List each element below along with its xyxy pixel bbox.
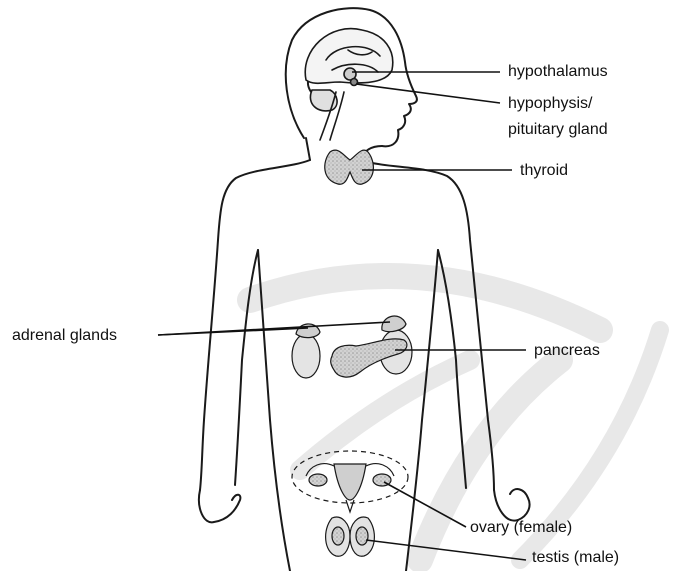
brain [305,29,393,140]
label-adrenal-glands: adrenal glands [12,326,117,346]
leader-line-testis [366,540,526,560]
label-pancreas: pancreas [534,341,600,361]
label-pituitary-gland: pituitary gland [508,120,608,140]
leader-line-adrenal-right [158,322,390,335]
label-thyroid: thyroid [520,161,568,181]
label-hypophysis: hypophysis/ [508,94,593,114]
label-hypothalamus: hypothalamus [508,62,608,82]
male-testes [326,517,375,556]
thyroid-gland [325,150,374,184]
label-testis: testis (male) [532,548,619,568]
leader-line-hypophysis [356,84,500,103]
watermark [250,276,660,560]
label-ovary: ovary (female) [470,518,572,538]
